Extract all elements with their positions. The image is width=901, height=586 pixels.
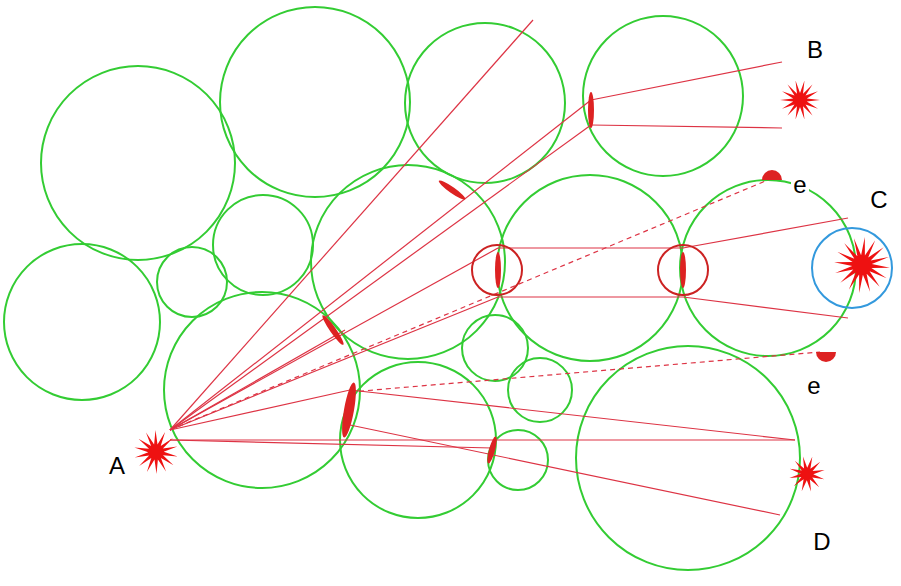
point-label: A bbox=[107, 453, 127, 479]
point-label: B bbox=[805, 37, 825, 63]
edge-contact bbox=[762, 170, 782, 180]
force-burst bbox=[789, 456, 824, 491]
force-lines bbox=[170, 20, 848, 515]
force-burst bbox=[134, 430, 177, 474]
edge-contact bbox=[816, 352, 836, 362]
grain-circles bbox=[4, 7, 856, 570]
point-label: C bbox=[868, 187, 889, 213]
contact-rings bbox=[472, 245, 708, 295]
point-label: e bbox=[791, 172, 808, 198]
contact-highlight bbox=[812, 228, 892, 308]
point-label: e bbox=[805, 373, 822, 399]
force-burst bbox=[780, 81, 820, 120]
force-burst bbox=[834, 237, 890, 293]
contact-areas bbox=[320, 92, 836, 464]
point-label: D bbox=[811, 529, 832, 555]
force-bursts bbox=[134, 81, 890, 492]
